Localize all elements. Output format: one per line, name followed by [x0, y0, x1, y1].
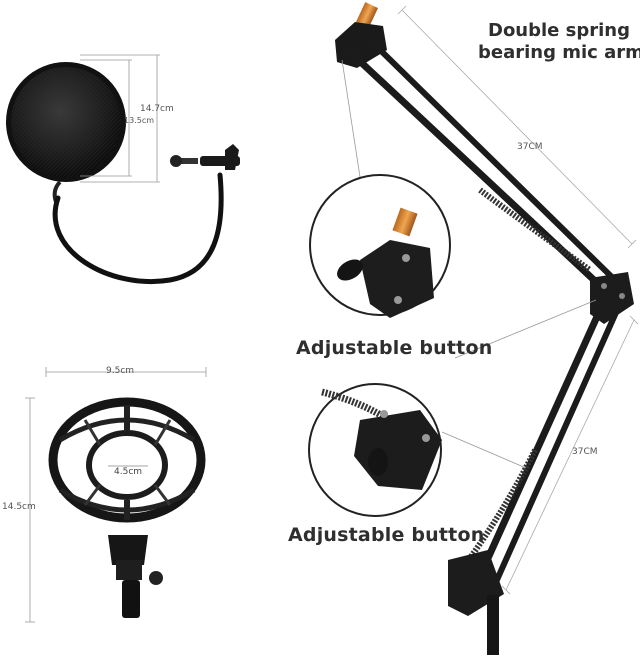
title-line-2: bearing mic arm — [478, 42, 640, 63]
shock-mount — [25, 367, 207, 623]
shock-mount-width-dimension: 9.5cm — [106, 366, 135, 376]
arm-dimension-lines — [397, 5, 639, 595]
arm-lower-dimension: 37CM — [572, 447, 598, 457]
product-title: Double spring bearing mic arm — [478, 20, 640, 64]
pop-filter-outer-dimension: 14.7cm — [140, 104, 174, 114]
shock-mount-inner-dimension: 4.5cm — [114, 467, 143, 477]
shock-mount-dimension-lines — [25, 367, 207, 623]
adjustable-button-label-2: Adjustable button — [288, 524, 485, 546]
title-line-1: Double spring — [488, 20, 630, 41]
pop-filter-inner-dimension: 13.5cm — [124, 116, 155, 125]
mic-arm — [335, 2, 639, 655]
pop-filter-dimension-lines — [80, 54, 160, 183]
detail-circle-bottom — [308, 383, 527, 517]
pop-filter-clamp — [170, 144, 240, 170]
shock-mount-height-dimension: 14.5cm — [2, 502, 36, 512]
pop-filter — [6, 54, 240, 284]
detail-circle-top — [309, 59, 597, 359]
arm-upper-dimension: 37CM — [517, 142, 543, 152]
adjustable-button-label-1: Adjustable button — [296, 337, 493, 359]
